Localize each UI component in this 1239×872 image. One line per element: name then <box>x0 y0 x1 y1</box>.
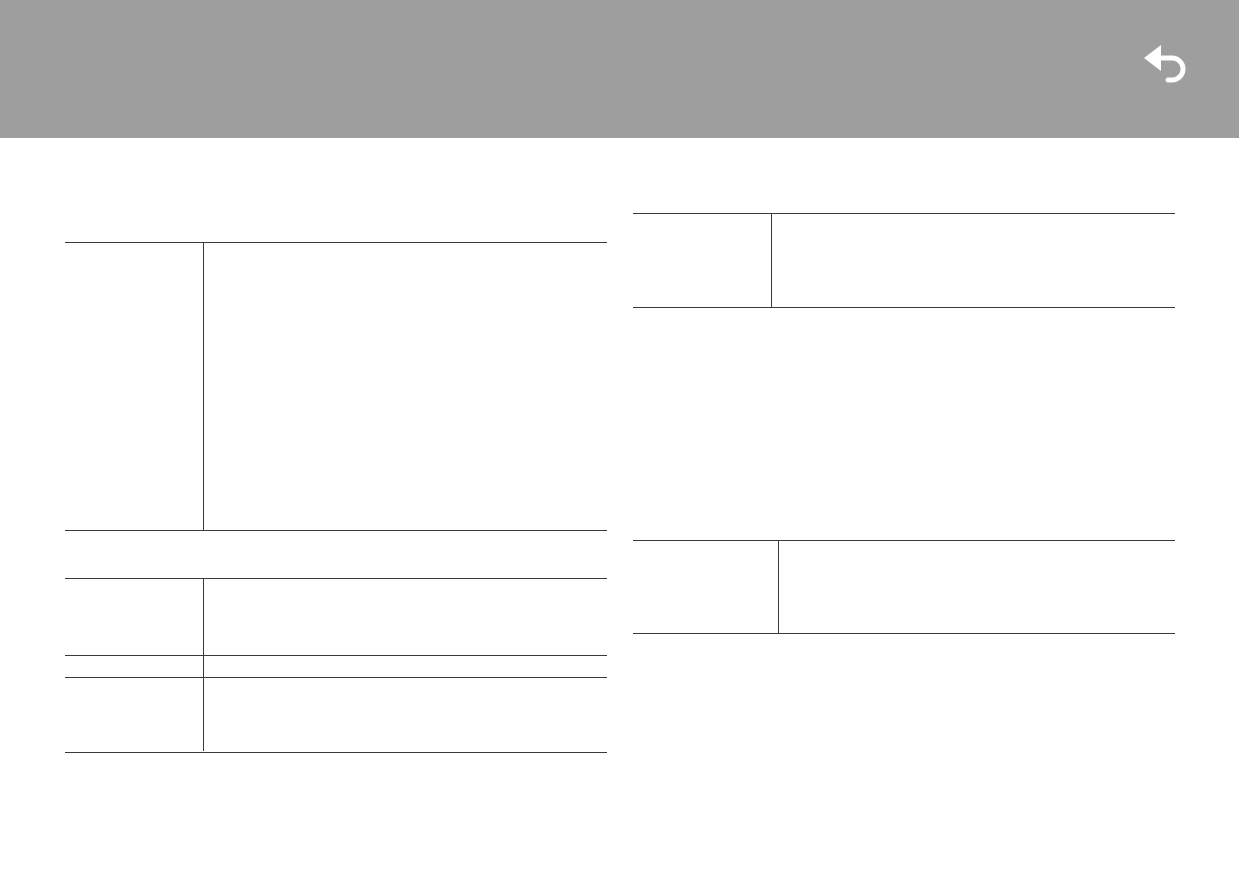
spec-table-left-bottom <box>65 578 607 753</box>
back-button[interactable] <box>1136 38 1192 84</box>
spec-table-right-top <box>633 213 1175 308</box>
row-value <box>778 541 1175 633</box>
return-arrow-icon <box>1144 45 1186 83</box>
row-label <box>633 214 771 307</box>
table-row <box>633 214 1175 307</box>
row-label <box>65 656 203 677</box>
header-band <box>0 0 1239 138</box>
row-value <box>203 579 607 655</box>
row-label <box>65 579 203 655</box>
table-row <box>65 243 607 530</box>
table-row <box>65 579 607 655</box>
row-label <box>65 243 203 530</box>
table-row <box>633 541 1175 633</box>
table-row <box>65 677 607 751</box>
row-label <box>633 541 778 633</box>
row-value <box>203 243 607 530</box>
row-value <box>203 656 607 677</box>
row-label <box>65 678 203 751</box>
row-value <box>771 214 1175 307</box>
spec-table-right-bottom <box>633 540 1175 634</box>
spec-table-left-top <box>65 242 607 531</box>
table-row <box>65 655 607 677</box>
row-value <box>203 678 607 751</box>
